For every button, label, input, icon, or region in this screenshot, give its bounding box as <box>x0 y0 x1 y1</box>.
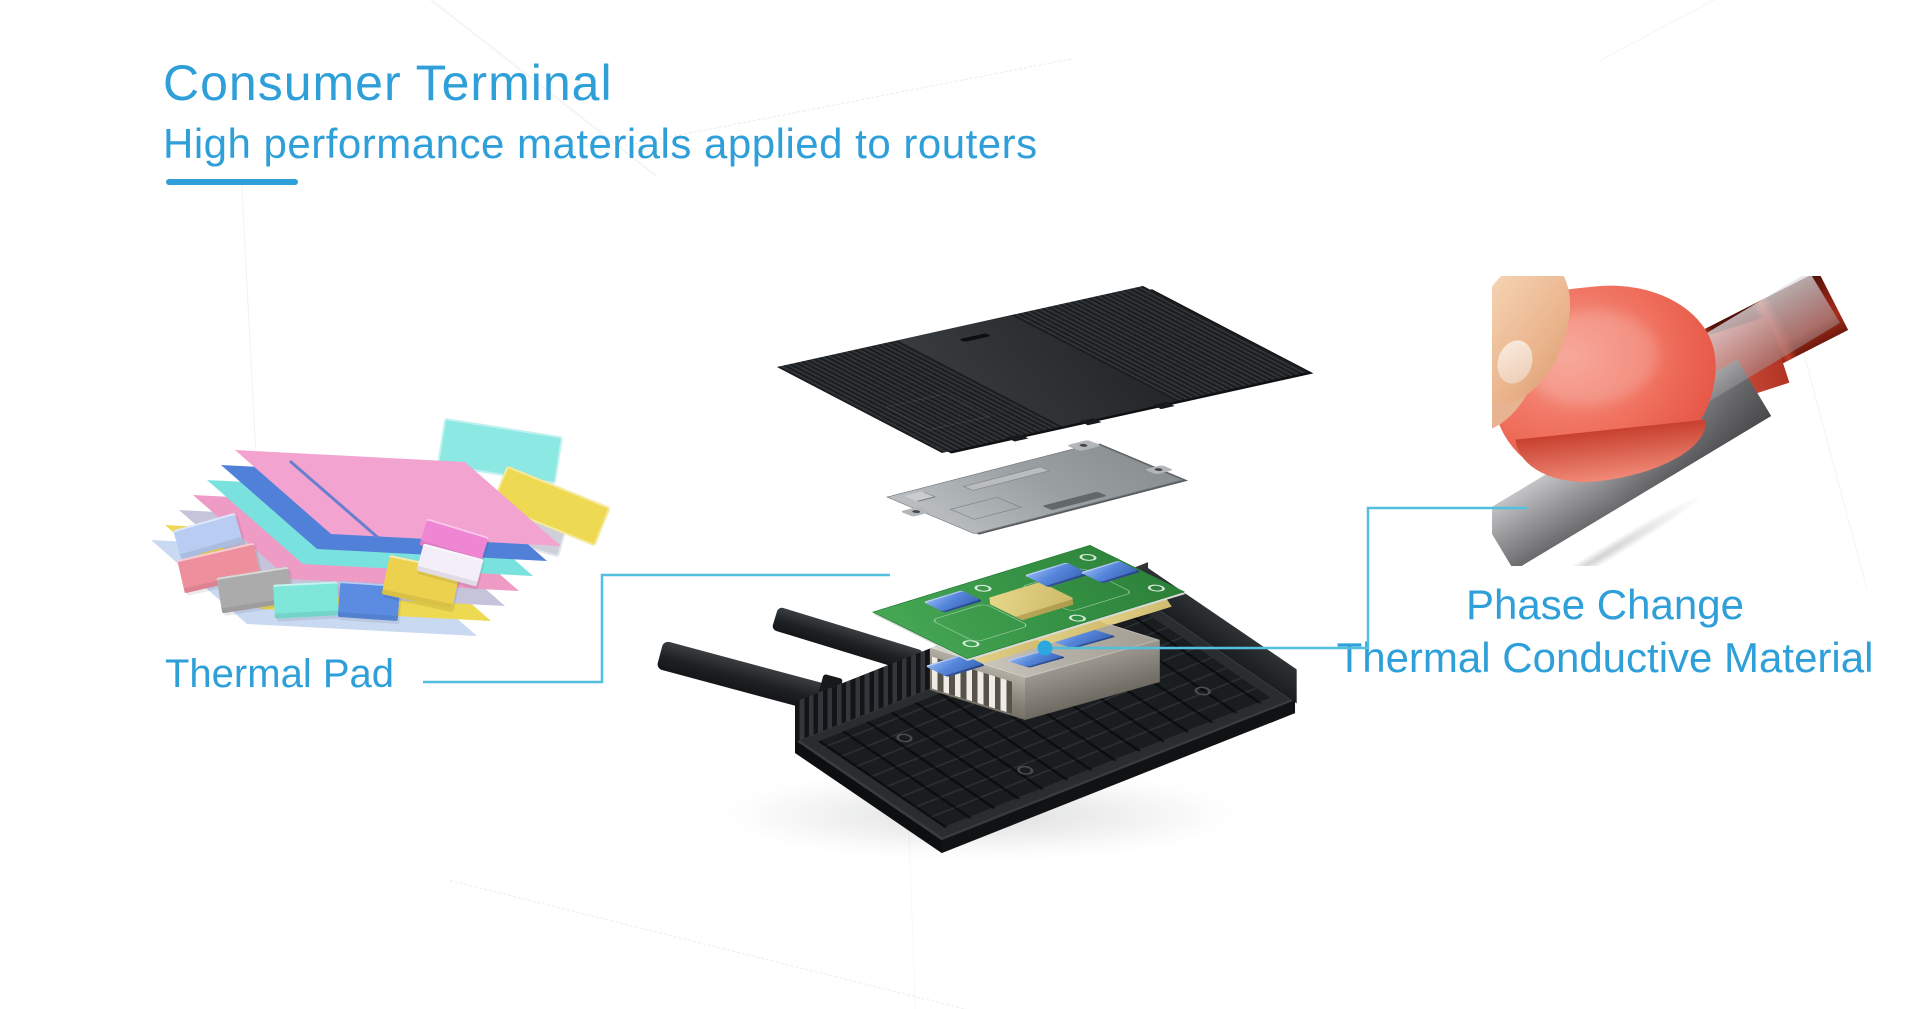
thermal-sample-pad <box>273 581 339 619</box>
thermal-sheet <box>165 525 491 621</box>
phase-change-label-line1: Phase Change <box>1466 581 1744 628</box>
shield-slot <box>962 466 1050 491</box>
router-top-cover <box>777 286 1308 453</box>
pcb-screw-hole <box>1144 583 1169 593</box>
shield-screw-tab <box>1067 439 1103 452</box>
sheet-crease-line <box>289 460 388 546</box>
thermal-sheet-wedge <box>436 417 564 485</box>
thermal-pad-label: Thermal Pad <box>165 652 394 696</box>
shield-cutout <box>949 496 1023 520</box>
shield-screw-tab <box>899 506 933 517</box>
page-title: Consumer Terminal <box>163 55 613 111</box>
phase-change-label: Phase Change Thermal Conductive Material <box>1325 579 1885 685</box>
pcb-screw-hole <box>1065 613 1090 623</box>
thermal-sample-pad <box>177 542 261 594</box>
watermark-line <box>241 180 257 450</box>
thermal-sheet <box>151 540 477 636</box>
title-underline <box>166 179 298 185</box>
phase-change-photo <box>1492 276 1916 566</box>
phase-change-label-line2: Thermal Conductive Material <box>1336 633 1874 681</box>
watermark-line <box>449 880 1130 1009</box>
thermal-sample-pad <box>216 566 294 614</box>
pcb-screw-hole <box>1075 552 1101 563</box>
page-subtitle: High performance materials applied to ro… <box>163 120 1038 167</box>
thermal-sample-pad <box>173 512 243 560</box>
shield-screw-tab <box>1145 465 1175 475</box>
thermal-sample-pad <box>337 580 401 622</box>
router-shield-plate <box>886 439 1184 534</box>
thermal-sample-pad <box>416 543 484 587</box>
thermal-sheet <box>193 495 519 591</box>
shield-connector-slot <box>1042 491 1108 511</box>
pcb-screw-hole <box>970 583 996 594</box>
shield-component-bump <box>903 491 934 501</box>
thermal-sheet <box>179 510 505 606</box>
watermark-line <box>1600 0 1920 61</box>
thermal-sample-pad <box>381 554 461 610</box>
